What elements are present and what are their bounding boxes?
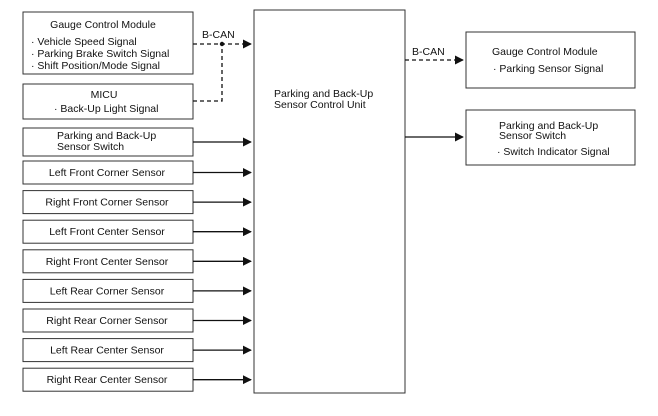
sensor-label: Right Rear Corner Sensor (46, 315, 168, 327)
sensor-label: Left Front Corner Sensor (49, 167, 166, 179)
switch-output-line-1: · Switch Indicator Signal (497, 146, 610, 158)
bcan-output-connection: B-CAN (405, 46, 464, 65)
switch-input-line-1: Parking and Back-Up (57, 130, 156, 142)
sensor-block: Left Rear Center Sensor (22, 338, 252, 363)
sensor-block: Right Rear Center Sensor (22, 367, 252, 392)
gauge-control-module-input-block: Gauge Control Module · Vehicle Speed Sig… (22, 11, 194, 75)
gauge-input-title: Gauge Control Module (50, 19, 156, 31)
sensor-block: Right Rear Corner Sensor (22, 308, 252, 333)
switch-input-line-2: Sensor Switch (57, 141, 124, 153)
sensor-label: Left Rear Center Sensor (50, 345, 164, 357)
switch-output-block: Parking and Back-Up Sensor Switch · Swit… (465, 109, 636, 166)
gauge-input-line-2: · Parking Brake Switch Signal (31, 48, 169, 60)
bcan-input-label: B-CAN (202, 29, 235, 41)
control-unit-line-1: Parking and Back-Up (274, 88, 373, 100)
sensor-label: Left Rear Corner Sensor (50, 285, 165, 297)
sensor-block: Right Front Corner Sensor (22, 190, 252, 215)
gauge-input-line-1: · Vehicle Speed Signal (31, 36, 137, 48)
gauge-output-line-1: · Parking Sensor Signal (493, 63, 603, 75)
sensor-label: Right Rear Center Sensor (47, 374, 168, 386)
bcan-input-connection: B-CAN (193, 29, 252, 102)
gauge-input-line-3: · Shift Position/Mode Signal (31, 60, 160, 72)
sensor-label: Left Front Center Sensor (49, 226, 165, 238)
switch-output-title-2: Sensor Switch (499, 130, 566, 142)
sensor-block: Left Front Center Sensor (22, 219, 252, 244)
micu-line-1: · Back-Up Light Signal (54, 103, 158, 115)
gauge-control-module-output-block: Gauge Control Module · Parking Sensor Si… (465, 31, 636, 89)
micu-block: MICU · Back-Up Light Signal (22, 83, 194, 120)
control-unit-block: Parking and Back-Up Sensor Control Unit (253, 9, 406, 394)
control-unit-line-2: Sensor Control Unit (274, 99, 366, 111)
gauge-output-title: Gauge Control Module (492, 46, 598, 58)
micu-title: MICU (91, 89, 118, 101)
sensor-block: Right Front Center Sensor (22, 249, 252, 274)
bcan-output-label: B-CAN (412, 46, 445, 58)
sensor-label: Right Front Center Sensor (46, 256, 169, 268)
sensor-label: Right Front Corner Sensor (45, 197, 169, 209)
switch-input-block: Parking and Back-Up Sensor Switch (22, 127, 194, 157)
sensor-block: Left Front Corner Sensor (22, 160, 252, 185)
switch-output-title-1: Parking and Back-Up (499, 120, 598, 132)
sensor-block: Left Rear Corner Sensor (22, 278, 252, 303)
